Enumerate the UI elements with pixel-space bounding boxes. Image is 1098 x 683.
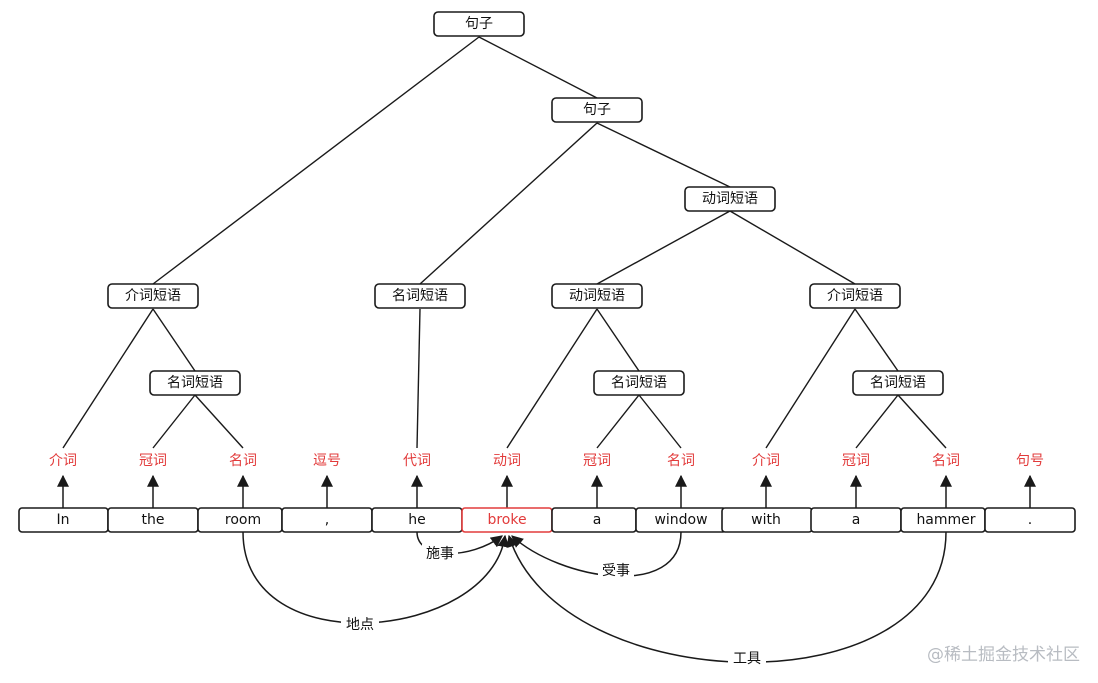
relation-arc-instrument (506, 531, 947, 663)
sentence-node: 句子 (551, 97, 643, 123)
relation-arc-location (242, 531, 510, 624)
edge (478, 36, 598, 99)
watermark: @稀土掘金技术社区 (927, 645, 1080, 665)
word-token: . (984, 507, 1076, 533)
word-token: with (721, 507, 813, 533)
edge (152, 36, 480, 285)
node-label: 名词短语 (611, 375, 667, 391)
word-token-highlighted: broke (461, 507, 553, 533)
edge (729, 210, 856, 285)
svg-text:.: . (1028, 512, 1032, 528)
svg-text:a: a (852, 512, 861, 528)
node-label: 介词短语 (827, 288, 883, 304)
svg-text:with: with (751, 512, 781, 528)
pos-tag: 名词 (667, 453, 695, 469)
edge (765, 308, 856, 449)
word-token: window (635, 507, 727, 533)
node-label: 句子 (583, 102, 611, 118)
edge (638, 394, 682, 449)
noun-phrase-node: 名词短语 (149, 370, 241, 396)
svg-text:broke: broke (487, 512, 526, 528)
svg-text:施事: 施事 (426, 546, 454, 562)
relation-arc-patient (511, 531, 682, 577)
svg-text:a: a (593, 512, 602, 528)
edge (897, 394, 947, 449)
noun-phrase-node: 名词短语 (593, 370, 685, 396)
edge (854, 308, 899, 372)
relation-label: 地点 (341, 615, 379, 635)
prep-phrase-node: 介词短语 (107, 283, 199, 309)
svg-text:In: In (56, 512, 69, 528)
word-token: , (281, 507, 373, 533)
node-label: 名词短语 (392, 288, 448, 304)
relation-label: 受事 (598, 561, 634, 581)
noun-phrase-node: 名词短语 (852, 370, 944, 396)
pos-tag: 冠词 (139, 453, 167, 469)
node-label: 介词短语 (125, 288, 181, 304)
edge (62, 308, 154, 449)
pos-tag: 名词 (932, 453, 960, 469)
sentence-node: 句子 (433, 11, 525, 37)
node-label: 名词短语 (167, 375, 223, 391)
edge (855, 394, 899, 449)
pos-tag: 冠词 (842, 453, 870, 469)
edge (416, 308, 421, 449)
node-label: 名词短语 (870, 375, 926, 391)
edge (596, 210, 731, 285)
pos-tag: 逗号 (313, 453, 341, 469)
word-token: In (18, 507, 109, 533)
svg-text:地点: 地点 (346, 617, 374, 633)
edge (596, 122, 731, 188)
verb-phrase-node: 动词短语 (684, 186, 776, 212)
svg-text:工具: 工具 (733, 651, 761, 667)
tree-edges (62, 36, 947, 449)
word-token: hammer (900, 507, 986, 533)
svg-text:hammer: hammer (916, 512, 975, 528)
svg-text:room: room (225, 512, 261, 528)
edge (596, 394, 640, 449)
svg-text:the: the (142, 512, 165, 528)
svg-text:he: he (408, 512, 426, 528)
verb-phrase-node: 动词短语 (551, 283, 643, 309)
word-token: a (810, 507, 902, 533)
pos-tag: 冠词 (583, 453, 611, 469)
edge (419, 122, 598, 285)
node-label: 动词短语 (702, 191, 758, 207)
relation-label: 施事 (422, 544, 458, 564)
pos-tag: 介词 (752, 453, 780, 469)
relation-label: 工具 (728, 649, 766, 669)
word-token: the (107, 507, 199, 533)
edge (152, 394, 196, 449)
prep-phrase-node: 介词短语 (809, 283, 901, 309)
noun-phrase-node: 名词短语 (374, 283, 466, 309)
pos-tag: 名词 (229, 453, 257, 469)
svg-text:受事: 受事 (602, 563, 630, 579)
node-label: 句子 (465, 16, 493, 32)
word-token: room (197, 507, 283, 533)
pos-tag: 句号 (1016, 453, 1044, 469)
edge (152, 308, 196, 372)
word-token: he (371, 507, 463, 533)
edge (506, 308, 598, 449)
pos-tag: 介词 (49, 453, 77, 469)
pos-tag: 动词 (493, 453, 521, 469)
edge (194, 394, 244, 449)
word-token: a (551, 507, 637, 533)
svg-text:window: window (654, 512, 707, 528)
pos-tag: 代词 (403, 453, 431, 469)
node-label: 动词短语 (569, 288, 625, 304)
edge (596, 308, 640, 372)
svg-text:,: , (325, 512, 329, 528)
